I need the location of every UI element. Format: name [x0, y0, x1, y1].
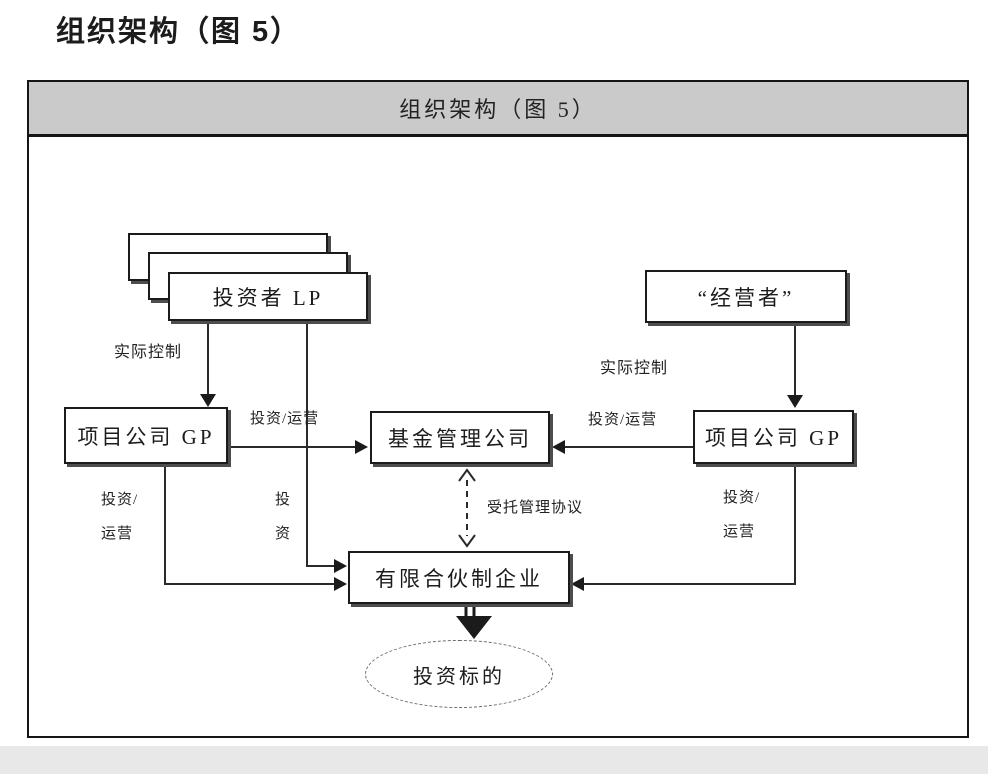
bottom-margin-strip [0, 746, 988, 774]
edge-label-invest-operate-right-down: 投资/ 运营 [723, 490, 761, 540]
node-limited-partnership-label: 有限合伙制企业 [375, 566, 543, 591]
edge-label-invest-middle-down: 投 资 [275, 492, 292, 542]
node-gp-right-label: 项目公司 GP [704, 426, 843, 450]
arrowhead-trust-down [458, 534, 476, 548]
diagram-frame: 组织架构（图 5） [27, 80, 969, 738]
arrowhead-operator-to-gp-right [787, 395, 803, 408]
node-investor-lp: 投资者 LP [168, 272, 368, 321]
node-limited-partnership: 有限合伙制企业 [348, 551, 570, 604]
edge-gp-left-to-partnership [164, 464, 334, 585]
edge-label-actual-control-left: 实际控制 [114, 344, 183, 361]
edge-label-invest-operate-left: 投资/运营 [250, 411, 320, 427]
node-investor-lp-label: 投资者 LP [212, 285, 324, 310]
arrowhead-gp-right-to-partnership [571, 577, 584, 591]
arrowhead-trust-up [458, 468, 476, 482]
arrowhead-gp-right-to-fund [552, 440, 565, 454]
arrowhead-lp-to-gp-left [200, 394, 216, 407]
edge-label-invest-operate-right: 投资/运营 [588, 412, 658, 428]
node-investment-target-label: 投资标的 [413, 665, 505, 688]
arrowhead-lp-to-partnership [334, 559, 347, 573]
node-gp-left-label: 项目公司 GP [77, 424, 215, 449]
edge-gp-right-to-partnership [584, 464, 796, 585]
node-fund-management: 基金管理公司 [370, 411, 550, 464]
edge-label-trust-management-agreement: 受托管理协议 [487, 500, 584, 516]
arrowhead-gp-left-to-partnership [334, 577, 347, 591]
arrowhead-gp-left-to-fund [355, 440, 368, 454]
node-operator-label: “经营者” [697, 285, 795, 310]
node-gp-right: 项目公司 GP [693, 410, 854, 464]
edge-label-invest-operate-left-down: 投资/ 运营 [101, 492, 139, 542]
diagram-frame-header: 组织架构（图 5） [29, 82, 967, 137]
arrowhead-partnership-to-target [456, 616, 492, 639]
page-title: 组织架构（图 5） [56, 16, 302, 48]
edge-label-actual-control-right: 实际控制 [600, 360, 669, 377]
node-investment-target: 投资标的 [365, 640, 553, 708]
edge-lp-to-partnership [306, 321, 334, 567]
node-fund-management-label: 基金管理公司 [388, 426, 532, 451]
node-operator: “经营者” [645, 270, 847, 323]
node-gp-left: 项目公司 GP [64, 407, 228, 464]
